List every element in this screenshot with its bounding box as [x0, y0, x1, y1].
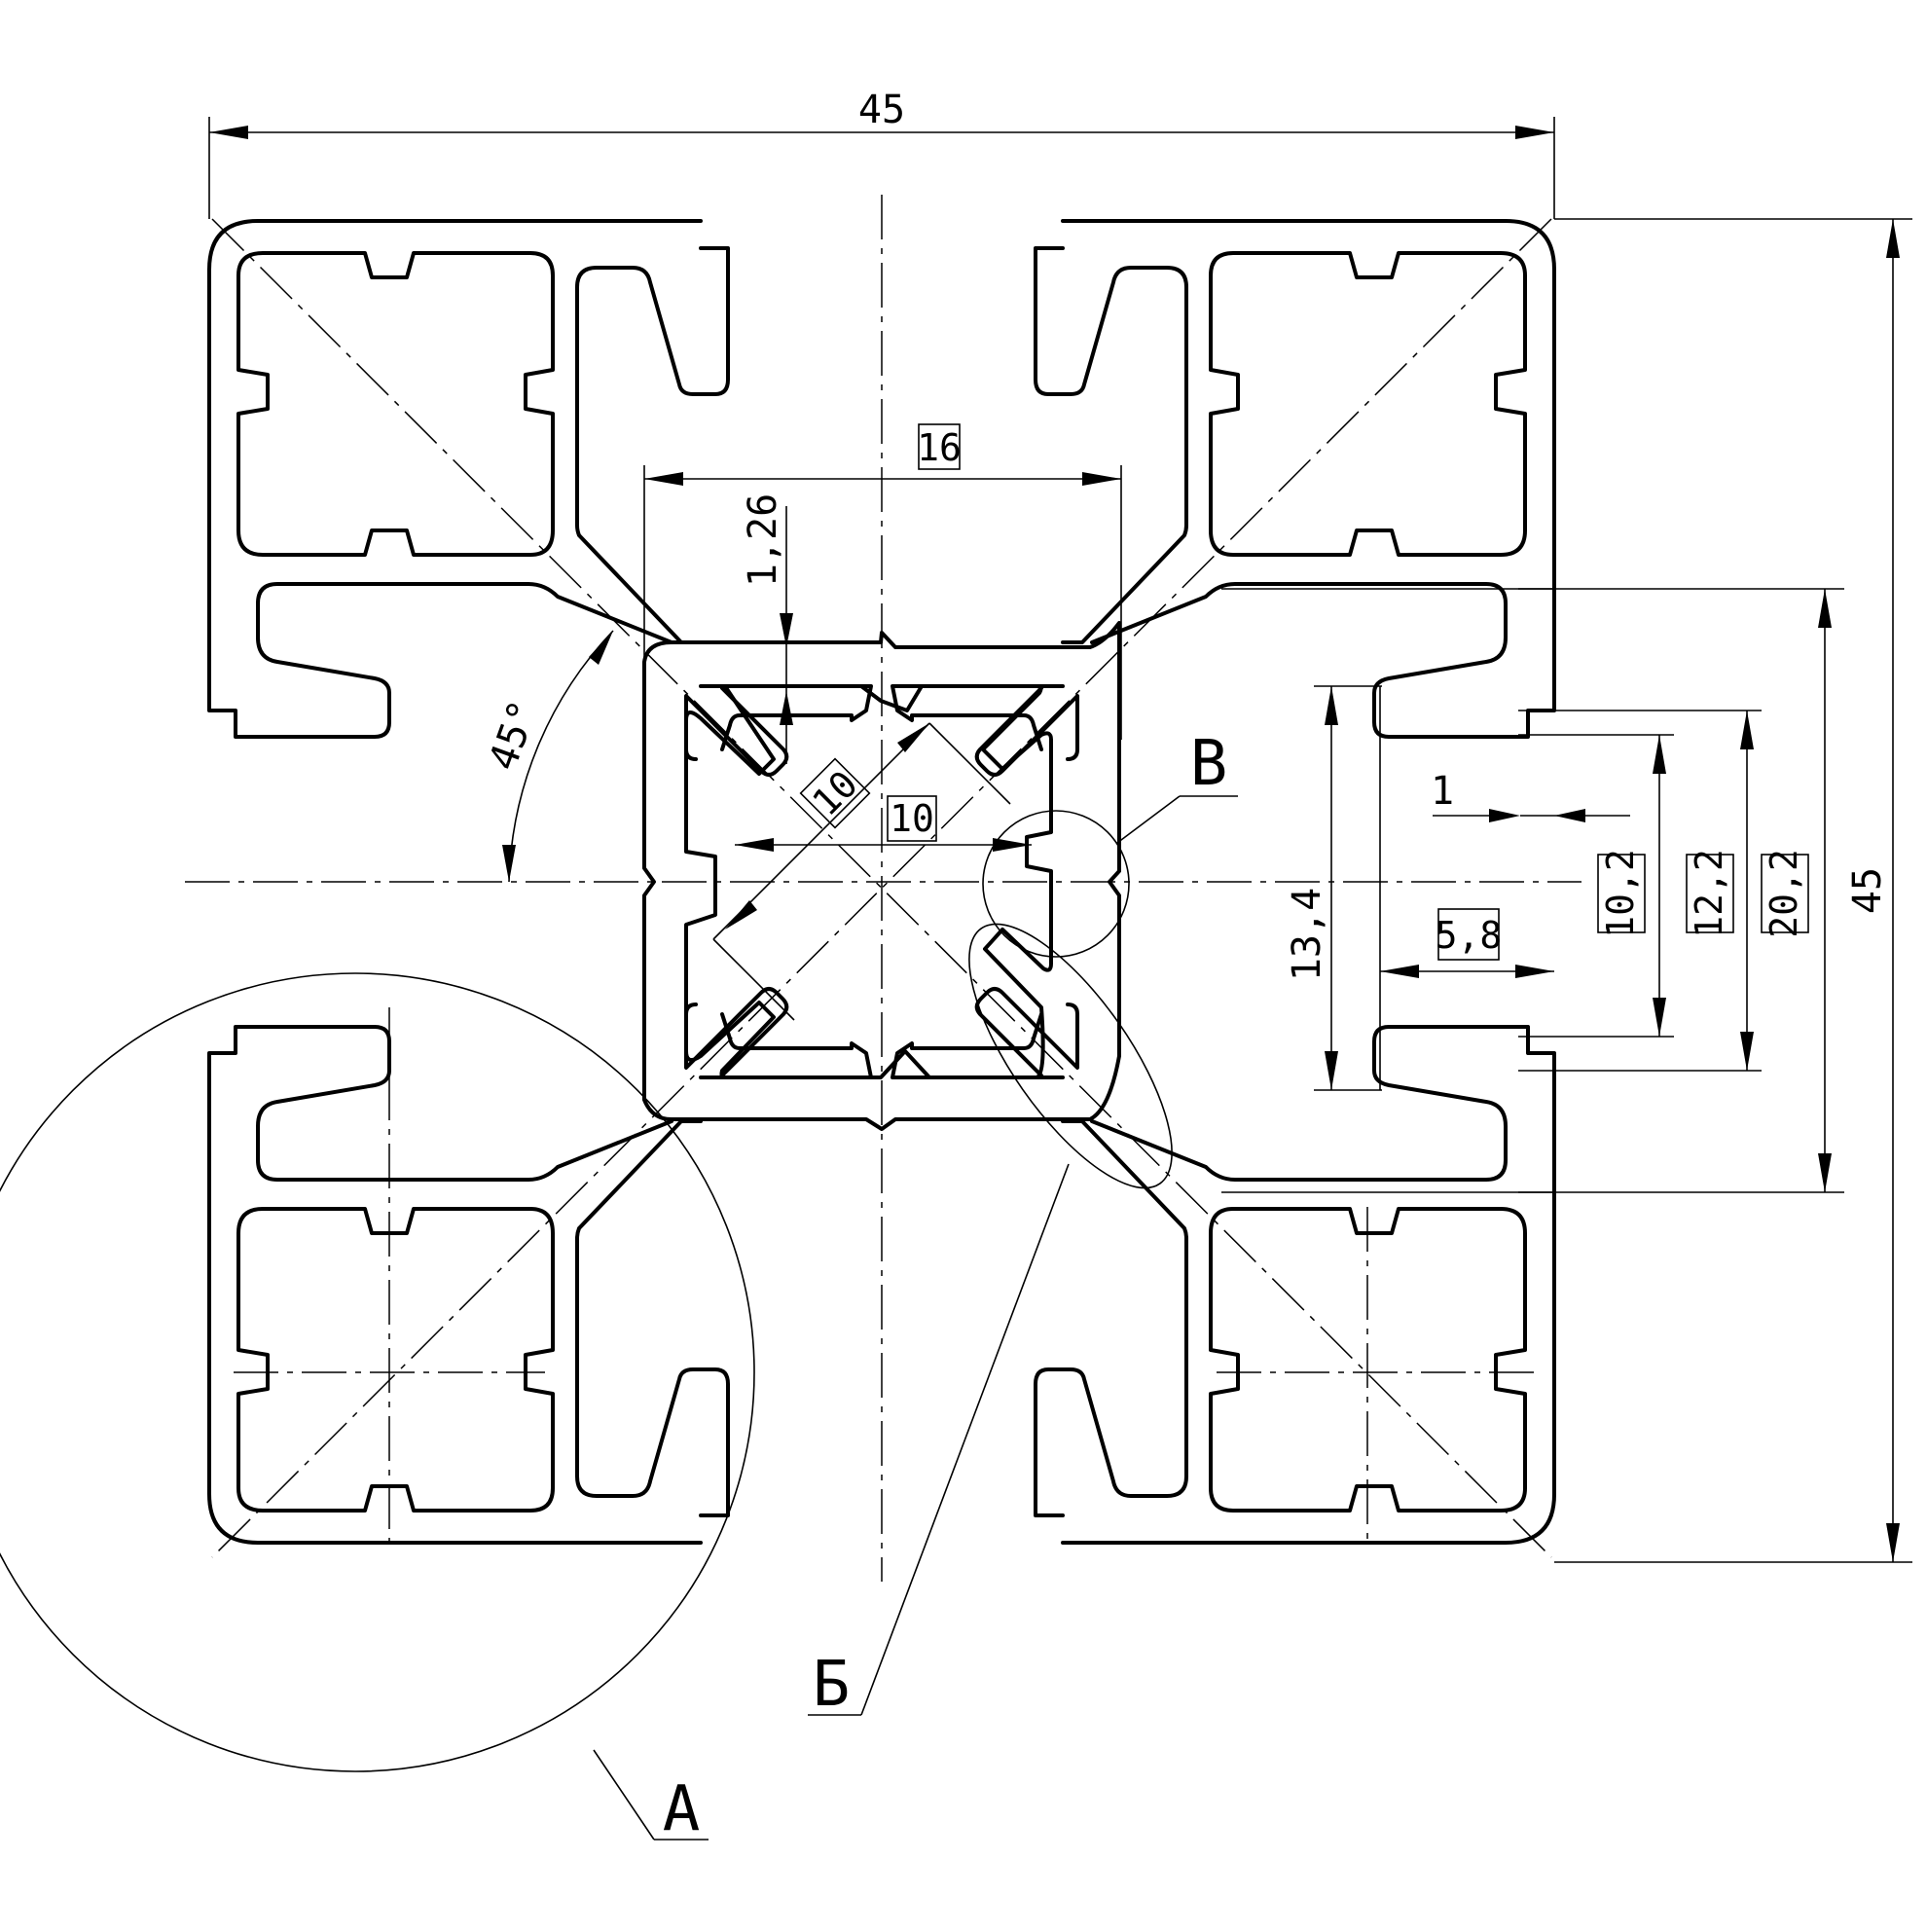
callout-leaders: А Б В: [593, 728, 1238, 1845]
dim-core-width: 10: [735, 795, 1032, 852]
dim-overall-width-label: 45: [858, 88, 905, 132]
callout-detail-b: Б: [813, 1649, 851, 1721]
dim-angle: 45°: [481, 630, 614, 883]
dim-angle-label: 45°: [481, 695, 547, 777]
dim-slot-group: 20,2 12,2 10,2 13,4 5,8 1: [1221, 588, 1844, 1193]
dim-overall-height: 45: [1554, 218, 1912, 1563]
centre-lines: [185, 195, 1582, 1582]
core-hollow: [684, 684, 1053, 1079]
dim-wall-thickness-label: 1,26: [741, 493, 785, 587]
dim-overall-height-label: 45: [1845, 867, 1890, 914]
dim-slot-inner-label: 12,2: [1688, 849, 1730, 938]
dim-center-width: 16: [643, 423, 1122, 740]
dim-core-diag-label: 10: [804, 762, 865, 823]
callout-detail-v: В: [1190, 728, 1228, 800]
dim-slot-height-label: 13,4: [1285, 888, 1329, 981]
callout-detail-a: А: [663, 1773, 701, 1845]
dim-slot-depth-label: 5,8: [1436, 914, 1503, 957]
dim-slot-opening-label: 10,2: [1599, 849, 1642, 938]
dim-wall-thickness: 1,26: [741, 493, 793, 764]
dim-slot-outer-label: 20,2: [1763, 849, 1805, 938]
dim-center-width-label: 16: [917, 426, 962, 469]
dim-overall-width: 45: [208, 88, 1555, 219]
detail-markers: [0, 810, 1173, 1772]
dim-core-width-label: 10: [890, 797, 934, 840]
dim-groove-depth-label: 1: [1431, 769, 1454, 814]
